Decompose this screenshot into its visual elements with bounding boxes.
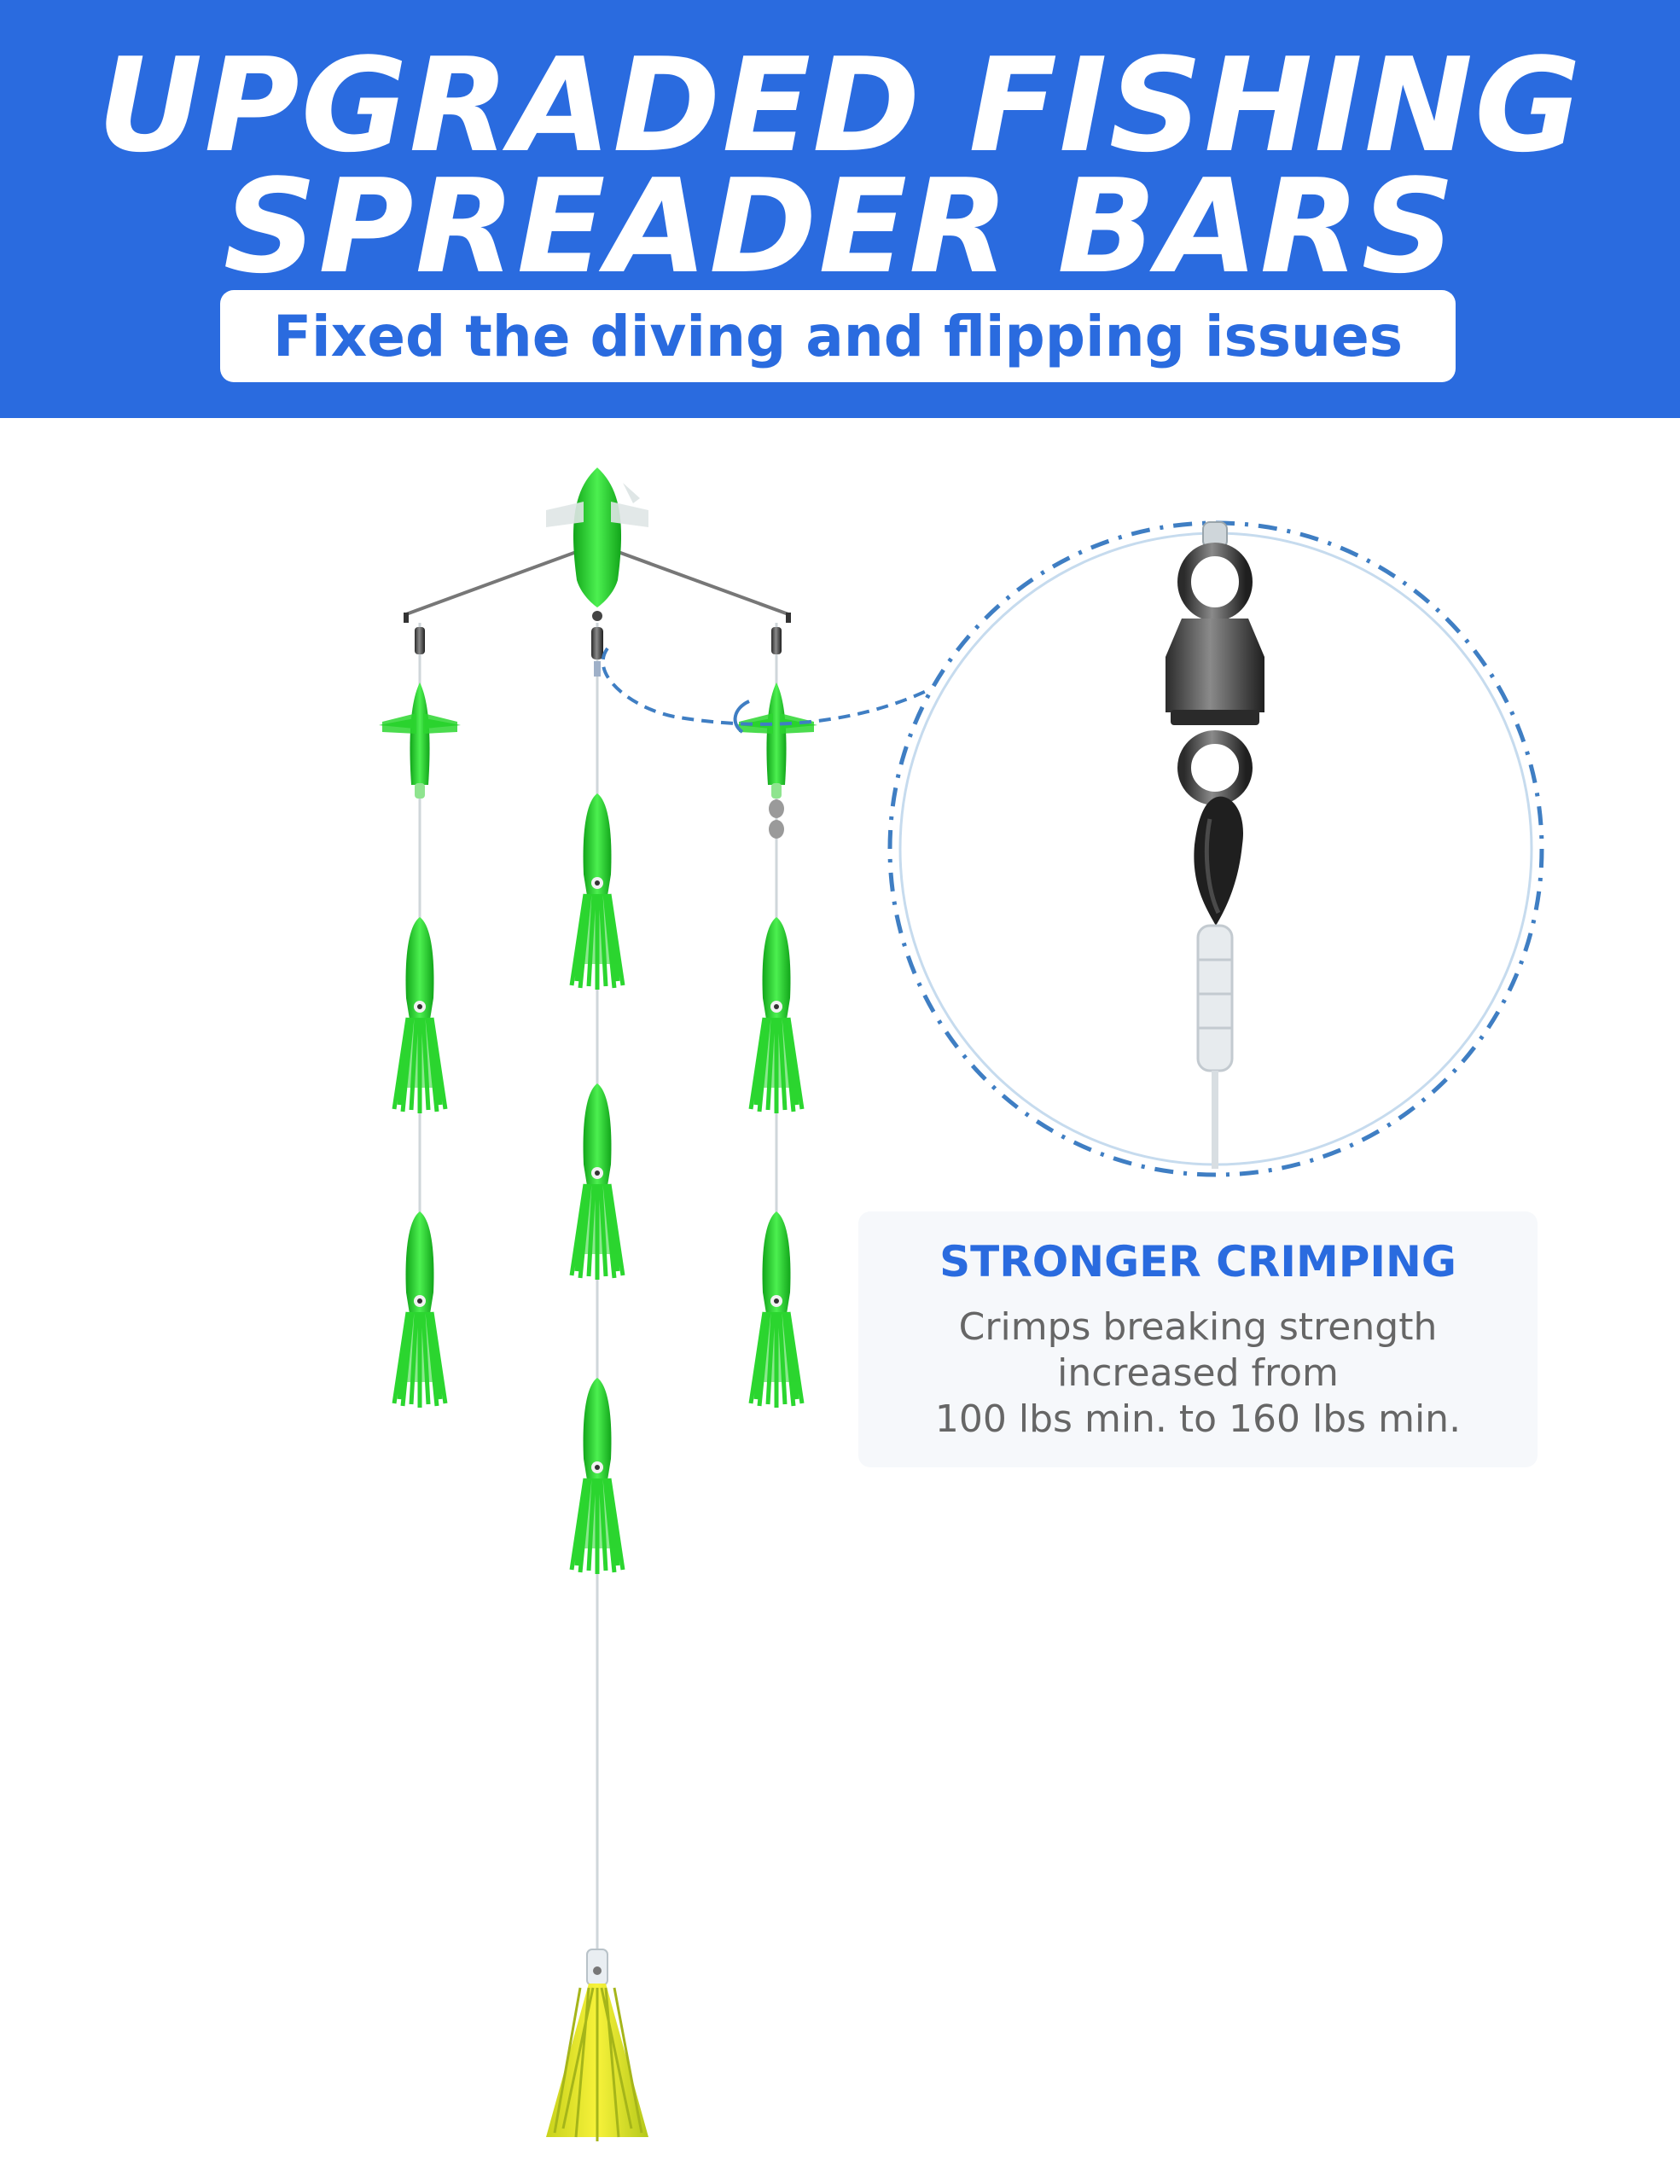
squid-lure-center-2 <box>572 1083 623 1280</box>
squid-lure-right-1 <box>751 917 802 1113</box>
title-line-2: SPREADER BARS <box>223 151 1457 302</box>
callout-connector <box>601 647 931 726</box>
feature-text-line-1: Crimps breaking strength <box>958 1305 1438 1349</box>
yellow-skirt-lure <box>546 1949 648 2141</box>
left-bird-lure <box>379 682 461 799</box>
squid-lure-center-3 <box>572 1378 623 1574</box>
product-illustration <box>379 468 1544 2141</box>
squid-lure-right-2 <box>751 1211 802 1408</box>
title-line-1: UPGRADED FISHING <box>97 30 1583 181</box>
subtitle-text: Fixed the diving and flipping issues <box>272 303 1404 369</box>
squid-lure-center-1 <box>572 793 623 990</box>
header-banner: UPGRADED FISHING SPREADER BARS Fixed the… <box>0 0 1680 418</box>
feature-text-line-2: increased from <box>1057 1351 1339 1395</box>
squid-lure-left-2 <box>394 1211 445 1408</box>
top-bird-lure <box>546 468 648 621</box>
right-bird-lure <box>735 682 817 799</box>
crimp-zoom-callout <box>887 520 1544 1177</box>
subtitle-pill: Fixed the diving and flipping issues <box>220 290 1456 382</box>
feature-card: STRONGER CRIMPING Crimps breaking streng… <box>858 1211 1538 1467</box>
feature-heading: STRONGER CRIMPING <box>939 1237 1456 1287</box>
feature-text-line-3: 100 lbs min. to 160 lbs min. <box>934 1397 1462 1441</box>
squid-lure-left-1 <box>394 917 445 1113</box>
